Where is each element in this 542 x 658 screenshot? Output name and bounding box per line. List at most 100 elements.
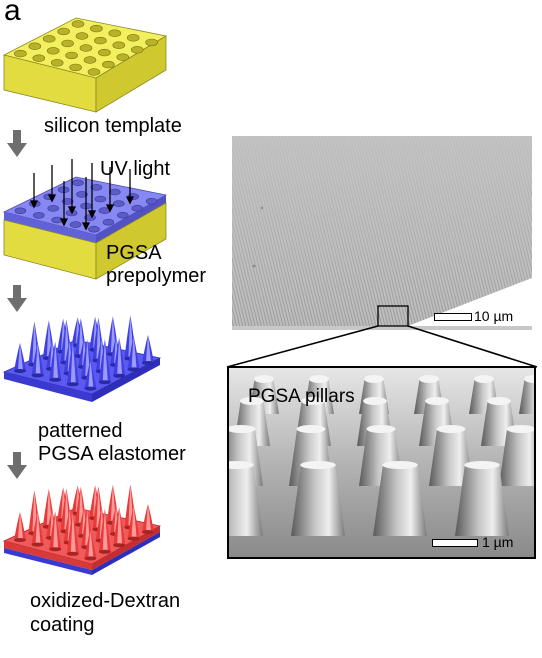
sem-pillar-top: [487, 397, 511, 405]
template-hole: [69, 63, 82, 72]
down-arrow-icon: [7, 285, 27, 312]
sem-pillar-top: [254, 375, 274, 383]
sem-pillar: [291, 462, 345, 536]
template-hole: [32, 212, 45, 219]
pillar-base: [127, 536, 140, 541]
template-hole: [61, 39, 74, 48]
sem-pillar-top: [506, 425, 534, 433]
pillar-base: [113, 373, 126, 378]
template-hole: [145, 38, 158, 47]
template-hole: [145, 197, 158, 205]
template-hole: [88, 225, 100, 233]
pillar-highlight: [117, 507, 123, 546]
template-hole: [42, 35, 56, 43]
template-hole: [71, 20, 85, 28]
template-hole: [47, 205, 60, 212]
template-hole: [94, 36, 107, 45]
zoom-scale-label: 1 µm: [482, 534, 514, 550]
silicon-template-block: [2, 17, 168, 113]
pgsa-pillars-label: PGSA pillars: [248, 386, 355, 407]
sem-pillar-top: [425, 397, 449, 405]
pgsa-prepolymer-label-line1: PGSA: [106, 242, 162, 264]
template-hole: [102, 60, 115, 69]
template-hole: [46, 47, 60, 55]
template-hole: [112, 41, 126, 49]
zoom-connector: [226, 325, 538, 368]
pgsa-prepolymer-label-line2: prepolymer: [106, 265, 207, 287]
pillar-base: [31, 373, 44, 378]
template-hole: [117, 211, 129, 219]
down-arrow-icon: [7, 130, 27, 157]
template-hole: [90, 24, 103, 33]
template-hole: [108, 29, 122, 37]
template-hole: [87, 68, 101, 76]
template-hole: [90, 184, 103, 191]
sem-pillar-top: [363, 397, 387, 405]
pillar-base: [49, 377, 62, 382]
sem-pillar-top: [364, 375, 384, 383]
template-hole: [98, 48, 111, 57]
pillar-base: [31, 542, 44, 547]
uv-arrow-head: [105, 204, 115, 213]
template-hole: [14, 207, 27, 215]
uv-arrow-head: [87, 210, 97, 219]
sem-pillar-top: [474, 375, 494, 383]
sem-pillar-top: [309, 375, 329, 383]
uv-arrow-head: [67, 206, 77, 215]
pillar-base: [66, 382, 79, 387]
silicon-template-label: silicon template: [44, 115, 182, 137]
sem-pillar-top: [382, 461, 418, 469]
down-arrow-icon: [7, 452, 27, 479]
template-hole: [79, 44, 93, 52]
pillar-highlight: [88, 360, 94, 389]
panel-label: a: [4, 0, 21, 27]
template-hole: [50, 59, 64, 67]
template-hole: [65, 51, 78, 60]
sem-zoom-image: [229, 368, 534, 557]
sem-pillar: [429, 426, 473, 486]
sem-pillar: [373, 462, 427, 536]
pillar-highlight: [131, 336, 137, 370]
uv-arrow-head: [81, 222, 91, 231]
sem-pillar: [519, 376, 534, 414]
zoom-region-box: [377, 305, 409, 327]
pillar-base: [98, 380, 111, 385]
sem-pillar-top: [436, 425, 466, 433]
sem-overview-image: [232, 136, 532, 330]
sem-pillar-top: [464, 461, 500, 469]
overview-scale-label: 10 µm: [474, 308, 514, 324]
coating-label-line1: oxidized-Dextran: [30, 590, 181, 612]
pillar-highlight: [70, 510, 76, 554]
patterned-label-line1: patterned: [38, 420, 123, 442]
pillar-base: [98, 549, 111, 554]
template-hole: [28, 42, 42, 50]
sem-pillar-top: [419, 375, 439, 383]
pillar-base: [113, 543, 126, 548]
template-hole: [69, 221, 82, 228]
template-hole: [14, 49, 27, 58]
zoom-scale-bar: [432, 539, 478, 547]
pillar-highlight: [18, 512, 23, 540]
template-hole: [113, 200, 125, 207]
uv-light-label: UV light: [100, 158, 171, 180]
prepolymer-on-template: [2, 159, 168, 280]
sem-pillar-top: [300, 461, 336, 469]
pillar-highlight: [146, 335, 151, 363]
template-hole: [94, 195, 107, 203]
pillar-highlight: [53, 511, 59, 550]
sem-pillar-top: [229, 461, 254, 469]
patterned-elastomer: [2, 315, 162, 402]
pillar-base: [84, 386, 97, 391]
patterned-label-line2: PGSA elastomer: [38, 443, 186, 465]
pillar-base: [14, 369, 26, 373]
pillar-highlight: [117, 337, 123, 376]
template-hole: [75, 32, 89, 40]
template-hole: [109, 188, 121, 196]
sem-pillar: [229, 462, 263, 536]
sem-pillar-top: [366, 425, 396, 433]
coated-pillars: [2, 484, 162, 575]
pillar-base: [127, 367, 140, 372]
template-hole: [61, 198, 74, 205]
sem-pillar-top: [524, 375, 534, 383]
template-hole: [57, 27, 70, 36]
